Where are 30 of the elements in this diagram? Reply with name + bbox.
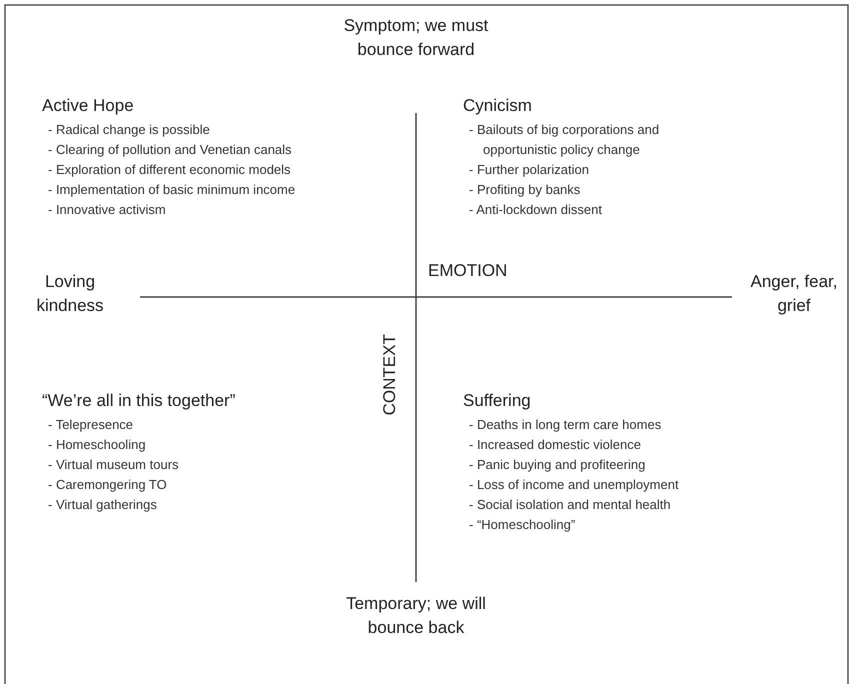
axis-label: CONTEXT (379, 334, 400, 416)
list-item: - Anti-lockdown dissent (468, 201, 603, 219)
quadrant-heading: Suffering (463, 390, 532, 412)
list-item: - Deaths in long term care homes (468, 416, 662, 434)
list-item: - Caremongering TO (47, 476, 168, 494)
axis-end-label: Loving kindness (35, 271, 105, 317)
quadrant-heading: Cynicism (463, 95, 533, 117)
axis-end-label: Anger, fear, grief (750, 271, 838, 317)
list-item: - Radical change is possible (47, 121, 211, 139)
list-item: - Loss of income and unemployment (468, 476, 680, 494)
list-item: - Homeschooling (47, 436, 147, 454)
quadrant-heading: “We’re all in this together” (42, 390, 236, 412)
list-item: - Panic buying and profiteering (468, 456, 646, 474)
axis-end-label: Symptom; we must bounce forward (342, 15, 490, 61)
axis-end-label: Temporary; we will bounce back (345, 593, 487, 639)
list-item: - Innovative activism (47, 201, 167, 219)
list-item: - Telepresence (47, 416, 134, 434)
list-item: - Bailouts of big corporations and opportunistic policy change (468, 121, 660, 159)
list-item: - Further polarization (468, 161, 590, 179)
list-item: - “Homeschooling” (468, 516, 576, 534)
quadrant-heading: Active Hope (42, 95, 135, 117)
list-item: - Implementation of basic minimum income (47, 181, 296, 199)
list-item: - Social isolation and mental health (468, 496, 672, 514)
list-item: - Virtual gatherings (47, 496, 158, 514)
list-item: - Increased domestic violence (468, 436, 642, 454)
list-item: - Virtual museum tours (47, 456, 180, 474)
list-item: - Exploration of different economic models (47, 161, 292, 179)
list-item: - Clearing of pollution and Venetian canals (47, 141, 293, 159)
list-item: - Profiting by banks (468, 181, 582, 199)
axis-label: EMOTION (428, 260, 508, 282)
